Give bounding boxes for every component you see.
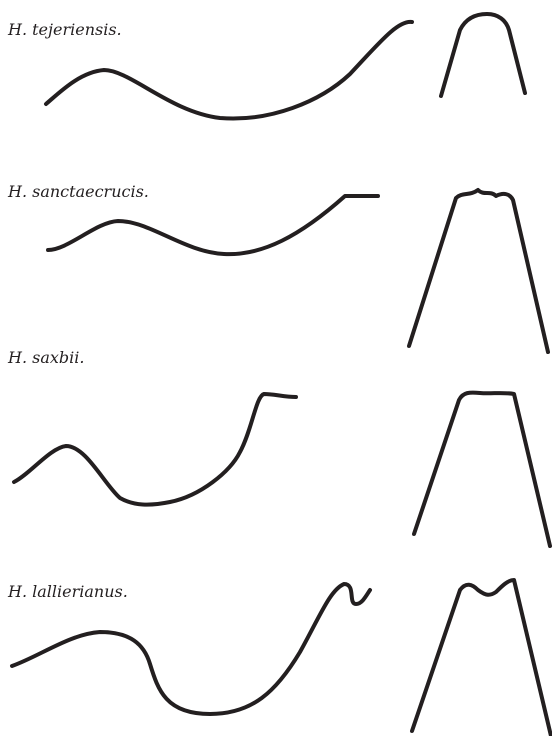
figure-lallierianus — [12, 580, 551, 736]
profile-outline-lallierianus — [12, 584, 370, 714]
section-outline-tejeriensis — [441, 14, 525, 96]
section-outline-sanctaecrucis — [409, 190, 548, 352]
figure-sanctaecrucis — [48, 190, 548, 352]
profile-outline-tejeriensis — [46, 22, 412, 119]
figure-tejeriensis — [46, 14, 525, 119]
section-outline-saxbii — [414, 393, 550, 546]
figure-saxbii — [14, 393, 550, 546]
profile-outline-sanctaecrucis — [48, 196, 378, 254]
section-outline-lallierianus — [412, 580, 551, 736]
profile-outline-saxbii — [14, 394, 296, 505]
